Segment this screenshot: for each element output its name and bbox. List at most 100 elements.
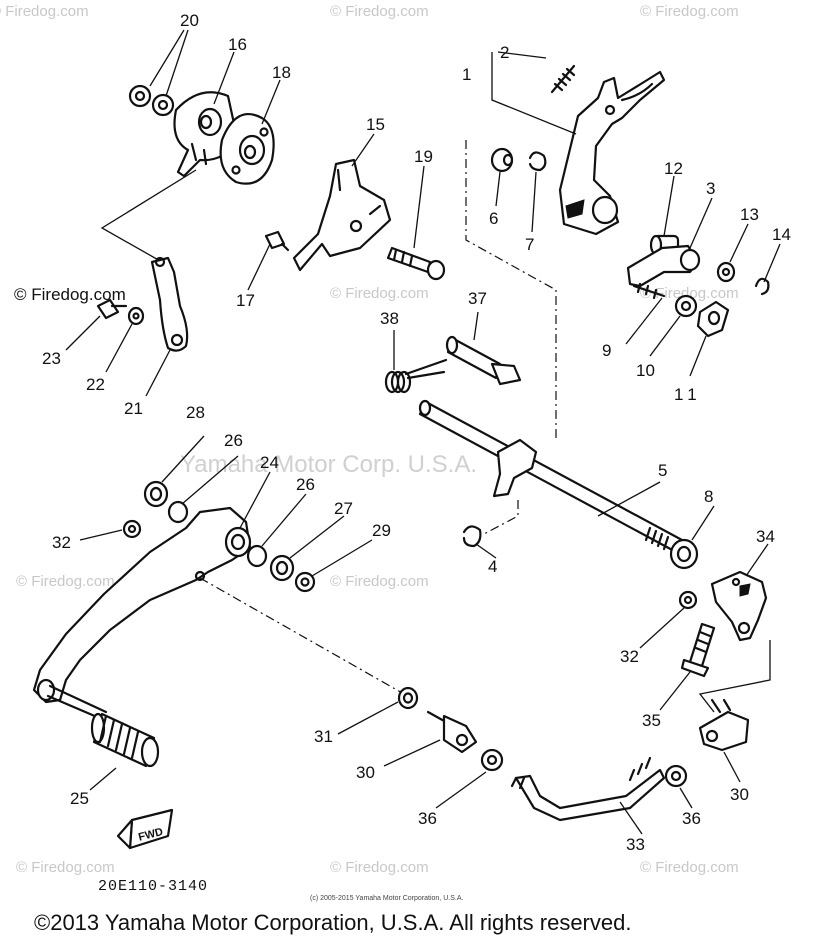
part-19-pin — [386, 246, 446, 281]
label-27: 27 — [334, 499, 353, 518]
label-17: 17 — [236, 291, 255, 310]
label-23: 23 — [42, 349, 61, 368]
label-24: 24 — [260, 453, 279, 472]
watermark: © Firedog.com — [640, 285, 739, 302]
part-4-circlip — [462, 525, 482, 548]
label-20: 20 — [180, 11, 199, 30]
label-35: 35 — [642, 711, 661, 730]
label-5: 5 — [658, 461, 667, 480]
label-19: 19 — [414, 147, 433, 166]
part-38-spring — [384, 358, 448, 394]
part-28-washer — [143, 480, 169, 508]
label-26: 26 — [224, 431, 243, 450]
part-33-shift-rod — [510, 756, 666, 822]
part-32-nut — [678, 590, 698, 610]
part-2-spring — [550, 64, 576, 94]
label-11: 11 — [674, 385, 702, 404]
label-22: 22 — [86, 375, 105, 394]
part-29-nut — [294, 571, 316, 593]
part-26-oring — [246, 544, 268, 568]
label-37: 37 — [468, 289, 487, 308]
part-30-ball-joint — [698, 698, 750, 752]
label-2: 2 — [500, 43, 509, 62]
part-15-bracket — [292, 158, 392, 272]
part-34-arm — [710, 570, 768, 642]
part-31-washer — [397, 686, 419, 710]
copyright-footer: ©2013 Yamaha Motor Corporation, U.S.A. A… — [34, 910, 631, 935]
part-27-washer — [269, 554, 295, 582]
part-36-nut — [664, 764, 688, 788]
label-26: 26 — [296, 475, 315, 494]
label-9: 9 — [602, 341, 611, 360]
label-18: 18 — [272, 63, 291, 82]
watermark: © Firedog.com — [16, 859, 115, 876]
label-10: 10 — [636, 361, 655, 380]
watermark: © Firedog.com — [16, 573, 115, 590]
part-1-shift-arm — [558, 70, 666, 236]
label-36: 36 — [682, 809, 701, 828]
fine-print: (c) 2005-2015 Yamaha Motor Corporation, … — [310, 895, 463, 902]
label-14: 14 — [772, 225, 791, 244]
part-36-nut — [480, 748, 504, 772]
label-16: 16 — [228, 35, 247, 54]
label-3: 3 — [706, 179, 715, 198]
part-30-ball-joint — [426, 710, 478, 754]
label-29: 29 — [372, 521, 391, 540]
label-21: 21 — [124, 399, 143, 418]
part-23-bolt — [96, 298, 128, 320]
part-14-clip — [754, 277, 770, 296]
label-32: 32 — [620, 647, 639, 666]
part-13-washer — [716, 261, 736, 283]
part-21-arm — [150, 256, 189, 352]
watermark: © Firedog.com — [330, 573, 429, 590]
label-33: 33 — [626, 835, 645, 854]
part-11-block — [696, 300, 730, 338]
part-20-nuts — [128, 84, 175, 117]
part-6-washer — [490, 147, 514, 173]
label-6: 6 — [489, 209, 498, 228]
part-37-pin — [445, 335, 522, 386]
label-4: 4 — [488, 557, 497, 576]
part-18-cam-plate — [219, 113, 275, 185]
diagram-code: 20E110-3140 — [98, 878, 208, 895]
part-32-nut — [122, 519, 142, 539]
label-30: 30 — [730, 785, 749, 804]
label-25: 25 — [70, 789, 89, 808]
part-25-pedal-rubber — [90, 712, 160, 768]
part-35-bolt — [680, 622, 716, 678]
label-38: 38 — [380, 309, 399, 328]
part-26-oring — [167, 500, 189, 524]
label-30: 30 — [356, 763, 375, 782]
forward-arrow-icon: FWD — [116, 808, 174, 850]
part-22-washer — [127, 306, 145, 326]
part-3-lever — [626, 244, 701, 288]
label-34: 34 — [756, 527, 775, 546]
label-15: 15 — [366, 115, 385, 134]
watermark-layer: © Firedog.com © Firedog.com © Firedog.co… — [0, 3, 739, 876]
part-24-pedal-lever — [32, 506, 252, 722]
label-12: 12 — [664, 159, 683, 178]
label-31: 31 — [314, 727, 333, 746]
label-7: 7 — [525, 235, 534, 254]
label-1: 1 — [462, 65, 471, 84]
watermark-center: Yamaha Motor Corp. U.S.A. — [180, 451, 477, 478]
watermark: © Firedog.com — [640, 3, 739, 20]
watermark: © Firedog.com — [330, 285, 429, 302]
part-8-seal — [669, 538, 699, 570]
part-7-circlip — [528, 151, 547, 172]
watermark: © Firedog.com — [330, 859, 429, 876]
watermark: © Firedog.com — [330, 3, 429, 20]
leader-lines — [65, 29, 781, 835]
watermark: © Firedog.com — [640, 859, 739, 876]
label-32: 32 — [52, 533, 71, 552]
part-number-labels: 20 16 18 15 19 17 1 2 6 7 12 3 13 14 9 1… — [42, 11, 791, 854]
fwd-label: FWD — [137, 826, 164, 844]
part-9-bolt — [632, 282, 666, 300]
copyright-note: © Firedog.com — [14, 285, 126, 304]
part-17-bolt — [264, 230, 290, 252]
label-13: 13 — [740, 205, 759, 224]
part-10-nut — [674, 294, 698, 318]
label-8: 8 — [704, 487, 713, 506]
